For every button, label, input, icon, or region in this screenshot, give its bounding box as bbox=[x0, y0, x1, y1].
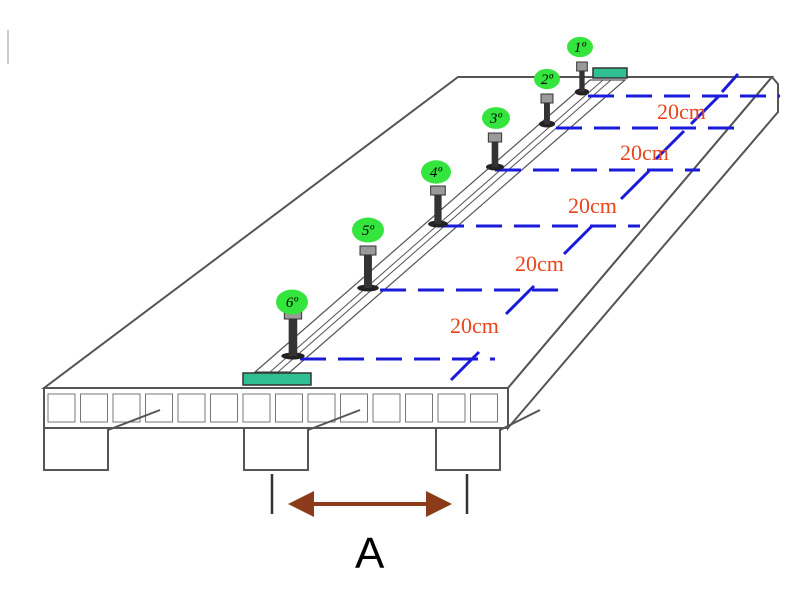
marker-stud bbox=[364, 254, 372, 288]
spacing-label: 20cm bbox=[657, 99, 706, 124]
support-back-line bbox=[107, 409, 161, 431]
marker-5: 5º bbox=[352, 217, 384, 292]
support-block-right bbox=[435, 427, 501, 471]
spacing-hash-mark bbox=[654, 129, 686, 161]
support-back-line bbox=[499, 409, 541, 431]
marker-stud bbox=[579, 70, 585, 92]
spacing-hash-mark bbox=[449, 350, 481, 382]
marker-disk bbox=[482, 107, 510, 129]
slab-block bbox=[275, 393, 303, 423]
marker-label: 1º bbox=[574, 40, 587, 56]
slab-block bbox=[210, 393, 238, 423]
slab-block bbox=[80, 393, 108, 423]
slab-block bbox=[340, 393, 368, 423]
marker-disk bbox=[276, 289, 308, 315]
marker-disk bbox=[567, 36, 593, 58]
marker-label: 2º bbox=[541, 72, 554, 88]
marker-label: 3º bbox=[489, 111, 503, 127]
support-block-center bbox=[243, 427, 309, 471]
span-arrow-head-left bbox=[288, 491, 314, 517]
support-block-left bbox=[43, 427, 109, 471]
support-back-line bbox=[307, 409, 361, 431]
marker-3: 3º bbox=[482, 107, 510, 171]
spacing-label: 20cm bbox=[620, 140, 669, 165]
spacing-hash-mark bbox=[562, 224, 594, 256]
marker-stud bbox=[288, 318, 298, 356]
marker-1: 1º bbox=[567, 36, 593, 96]
marker-head bbox=[540, 93, 554, 104]
marker-head bbox=[487, 132, 503, 143]
slab-block bbox=[437, 393, 466, 423]
spacing-hash-mark bbox=[720, 73, 740, 93]
spacing-label: 20cm bbox=[450, 313, 499, 338]
spacing-label: 20cm bbox=[515, 251, 564, 276]
rail-end-plate-back bbox=[592, 67, 628, 79]
marker-head bbox=[430, 185, 446, 196]
spacing-labels: 20cm 20cm 20cm 20cm 20cm bbox=[450, 99, 706, 338]
marker-6: 6º bbox=[276, 289, 308, 360]
slab-block-pattern bbox=[47, 393, 498, 423]
marker-disk bbox=[352, 217, 384, 243]
slab-block bbox=[242, 393, 271, 423]
marker-stud bbox=[491, 141, 499, 167]
slab-block bbox=[372, 393, 401, 423]
marker-stud bbox=[434, 194, 442, 224]
marker-2: 2º bbox=[534, 68, 560, 128]
slab-block bbox=[307, 393, 336, 423]
marker-disk bbox=[421, 160, 451, 184]
spacing-label: 20cm bbox=[568, 193, 617, 218]
marker-label: 4º bbox=[430, 165, 443, 181]
marker-disk bbox=[534, 68, 560, 90]
marker-stud bbox=[544, 102, 550, 124]
slab-block bbox=[112, 393, 141, 423]
spacing-dash-lines bbox=[300, 73, 780, 382]
marker-label: 6º bbox=[286, 295, 299, 311]
slab-block bbox=[470, 393, 498, 423]
slab-block bbox=[145, 393, 173, 423]
span-arrow-head-right bbox=[426, 491, 452, 517]
spacing-hash-mark bbox=[689, 94, 721, 126]
marker-head bbox=[359, 245, 377, 256]
spacing-hash-mark bbox=[504, 284, 536, 316]
marker-head bbox=[576, 61, 588, 72]
slab-block bbox=[47, 393, 76, 423]
rail-end-plate-front bbox=[242, 372, 312, 386]
slab-block bbox=[405, 393, 433, 423]
slab-block bbox=[177, 393, 206, 423]
measurement-markers: 1º 2º 3º 4º 5º 6º bbox=[276, 36, 593, 360]
marker-4: 4º bbox=[421, 160, 451, 228]
span-label: A bbox=[355, 529, 385, 578]
marker-label: 5º bbox=[362, 223, 375, 239]
spacing-hash-mark bbox=[619, 169, 651, 201]
